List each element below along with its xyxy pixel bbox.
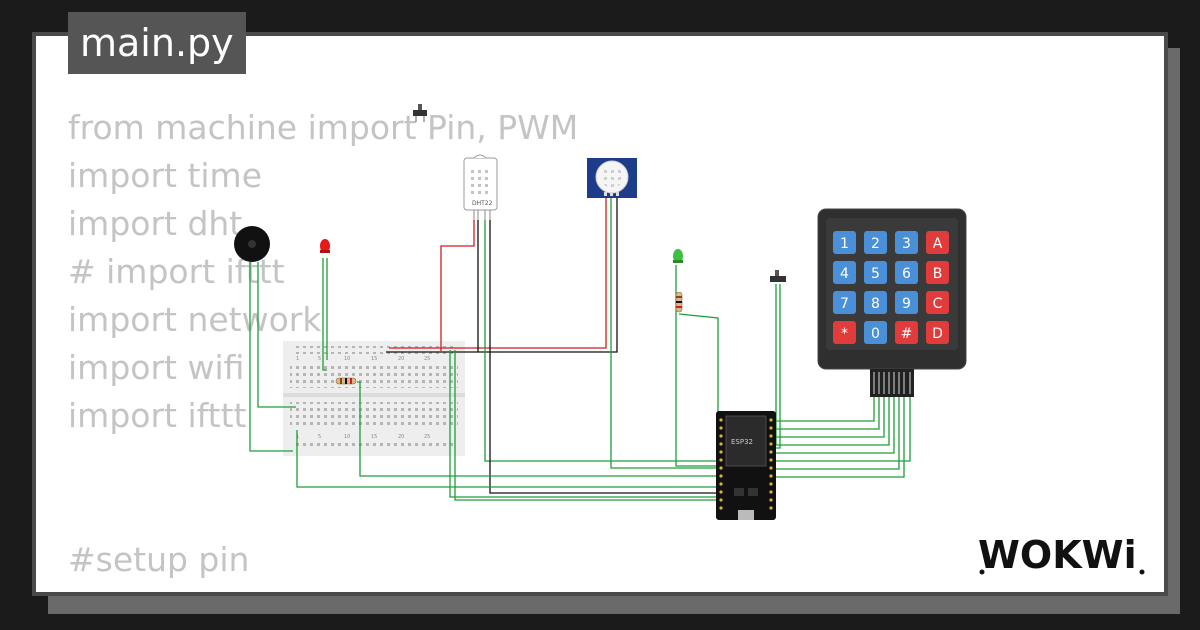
dht22-sensor[interactable]: DHT22 bbox=[463, 154, 498, 220]
keypad-key-label: 9 bbox=[902, 296, 911, 312]
project-card: from machine import Pin, PWM import time… bbox=[32, 32, 1168, 596]
breadboard-number: 20 bbox=[398, 356, 404, 362]
code-line: from machine import Pin, PWM bbox=[68, 108, 579, 147]
resistor bbox=[675, 291, 683, 313]
wire-green bbox=[770, 396, 885, 438]
keypad-key[interactable] bbox=[895, 261, 918, 284]
slide-switch-right[interactable] bbox=[770, 270, 786, 282]
wire-green bbox=[770, 396, 911, 462]
wire-green bbox=[357, 381, 720, 477]
pir-sensor[interactable] bbox=[587, 158, 637, 198]
wokwi-logo-text: WOKWi bbox=[978, 533, 1137, 577]
wire-green bbox=[257, 262, 296, 408]
code-line: import dht bbox=[68, 204, 243, 243]
keypad-key-label: 4 bbox=[840, 266, 849, 282]
resistor bbox=[335, 377, 357, 385]
file-tab[interactable]: main.py bbox=[68, 12, 246, 74]
code-line: # import ifttt bbox=[68, 252, 285, 291]
breadboard-number: 25 bbox=[424, 356, 430, 362]
breadboard-number: 15 bbox=[371, 356, 377, 362]
code-line: import ifttt bbox=[68, 396, 247, 435]
keypad-key[interactable] bbox=[864, 321, 887, 344]
wire-green bbox=[296, 430, 720, 488]
breadboard-number: 25 bbox=[424, 434, 430, 440]
wire-green bbox=[770, 396, 900, 470]
wire-green bbox=[770, 396, 890, 446]
wire-green bbox=[449, 350, 720, 498]
code-line: import wifi bbox=[68, 348, 245, 387]
wire-green bbox=[249, 262, 293, 452]
keypad-key[interactable] bbox=[895, 231, 918, 254]
code-line: import time bbox=[68, 156, 263, 195]
led-red[interactable] bbox=[320, 239, 330, 253]
keypad-key-label: A bbox=[933, 236, 943, 252]
wire-green bbox=[610, 196, 720, 469]
keypad-key[interactable] bbox=[864, 261, 887, 284]
code-line: #setup pin bbox=[68, 540, 250, 579]
breadboard-number: 10 bbox=[344, 434, 350, 440]
code-line: import network bbox=[68, 300, 322, 339]
keypad-key[interactable] bbox=[895, 321, 918, 344]
keypad-key-label: 0 bbox=[871, 326, 880, 342]
keypad-key-label: 8 bbox=[871, 296, 880, 312]
wire-green bbox=[484, 220, 720, 462]
led-green[interactable] bbox=[673, 249, 683, 263]
keypad-key-label: 1 bbox=[840, 236, 849, 252]
breadboard-number: 15 bbox=[371, 434, 377, 440]
wire-green bbox=[675, 265, 720, 467]
wire-green bbox=[678, 313, 720, 484]
wire-green bbox=[770, 396, 880, 430]
keypad-key-label: 2 bbox=[871, 236, 880, 252]
slide-switch-top[interactable] bbox=[413, 104, 427, 122]
keypad-key-label: 7 bbox=[840, 296, 849, 312]
keypad-key-label: * bbox=[841, 326, 848, 342]
keypad-key[interactable] bbox=[926, 291, 949, 314]
keypad-key[interactable] bbox=[833, 321, 856, 344]
breadboard-number: 20 bbox=[398, 434, 404, 440]
keypad-key-label: 3 bbox=[902, 236, 911, 252]
wire-green bbox=[770, 396, 875, 422]
keypad-key[interactable] bbox=[864, 231, 887, 254]
keypad-key-label: # bbox=[901, 326, 913, 342]
breadboard-number: 5 bbox=[318, 356, 321, 362]
code-line: led_pin = Pin(4, Pin.OUT) bbox=[68, 584, 578, 592]
breadboard-number: 1 bbox=[296, 356, 299, 362]
breadboard[interactable]: 1 5 10 15 20 25 1 5 10 15 20 25 bbox=[283, 341, 465, 456]
keypad-key[interactable] bbox=[926, 321, 949, 344]
keypad-key-label: 5 bbox=[871, 266, 880, 282]
wire-green bbox=[770, 396, 895, 454]
keypad-key-label: C bbox=[933, 296, 943, 312]
keypad-key[interactable] bbox=[833, 291, 856, 314]
wire-black bbox=[386, 196, 618, 353]
keypad-key[interactable] bbox=[895, 291, 918, 314]
wire-green bbox=[322, 258, 327, 371]
breadboard-number: 10 bbox=[344, 356, 350, 362]
code-listing: from machine import Pin, PWM import time… bbox=[68, 104, 579, 592]
wire-red bbox=[440, 220, 475, 351]
keypad-4x4[interactable]: 1 2 3 A 4 5 6 B 7 8 9 C * 0 # D bbox=[817, 208, 967, 397]
wire-green bbox=[454, 350, 720, 501]
keypad-key[interactable] bbox=[833, 261, 856, 284]
wire-black bbox=[489, 220, 720, 494]
keypad-key[interactable] bbox=[926, 231, 949, 254]
keypad-key[interactable] bbox=[864, 291, 887, 314]
keypad-key-label: 6 bbox=[902, 266, 911, 282]
keypad-key-label: D bbox=[932, 326, 943, 342]
dht22-label: DHT22 bbox=[472, 200, 493, 207]
wire-red bbox=[389, 196, 607, 349]
keypad-key-label: B bbox=[933, 266, 943, 282]
keypad-key[interactable] bbox=[833, 231, 856, 254]
buzzer[interactable] bbox=[234, 226, 270, 262]
breadboard-number: 5 bbox=[318, 434, 321, 440]
esp32-label: ESP32 bbox=[731, 438, 753, 446]
wokwi-logo: WOKWi bbox=[978, 533, 1145, 577]
keypad-key[interactable] bbox=[926, 261, 949, 284]
wires bbox=[249, 196, 911, 501]
esp32-board[interactable]: ESP32 bbox=[716, 411, 776, 520]
wire-green bbox=[770, 396, 905, 478]
